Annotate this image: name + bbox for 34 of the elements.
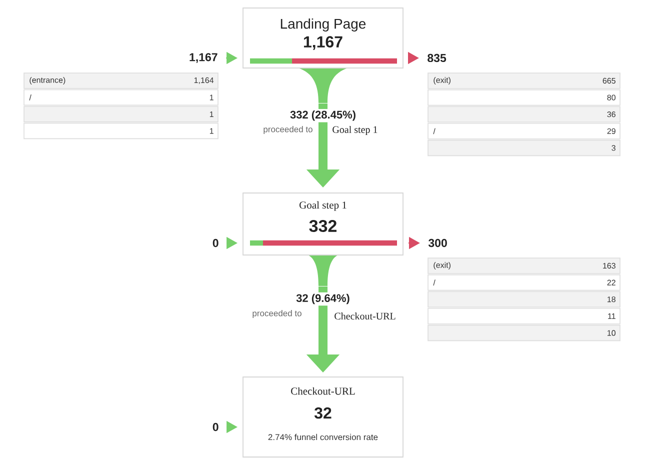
row-label: (exit) (434, 262, 450, 270)
count-label: 300 (428, 238, 447, 248)
row-value: 18 (608, 296, 616, 302)
row-value: 1,164 (194, 77, 214, 84)
step-box: Landing Page 1,167 (242, 8, 404, 68)
row-value: 11 (608, 313, 616, 319)
row-value: 3 (612, 145, 616, 151)
flow-note: proceeded to (251, 309, 303, 319)
row-value: 36 (607, 112, 616, 118)
row-value: 1 (210, 111, 214, 117)
row-value: 163 (603, 262, 616, 269)
row-value: 1 (210, 128, 214, 134)
edge-label: 332 (28.45%) (288, 108, 358, 122)
step-box: Goal step 1 332 (242, 192, 404, 256)
count-label: 0 (212, 422, 218, 432)
row-value: 22 (607, 280, 616, 286)
row-label: / (29, 94, 32, 100)
count-label: 0 (212, 238, 218, 248)
flow-note: Checkout-URL (333, 311, 397, 321)
row-label: / (433, 280, 436, 286)
flow-note: Goal step 1 (331, 124, 379, 136)
count-label: 1,167 (190, 53, 218, 63)
row-value: 29 (607, 128, 616, 134)
row-value: 10 (608, 330, 616, 336)
row-label: / (433, 128, 436, 134)
step-box: Checkout-URL 32 2.74% funnel conversion rate (242, 376, 404, 458)
row-label: (entrance) (30, 77, 66, 84)
count-label: 835 (428, 54, 446, 62)
row-value: 80 (607, 94, 616, 100)
row-value: 1 (210, 94, 214, 100)
row-value: 665 (602, 78, 616, 84)
edge-label: 32 (9.64%) (294, 292, 352, 306)
row-label: (exit) (434, 77, 450, 84)
flow-note: proceeded to (262, 125, 314, 135)
